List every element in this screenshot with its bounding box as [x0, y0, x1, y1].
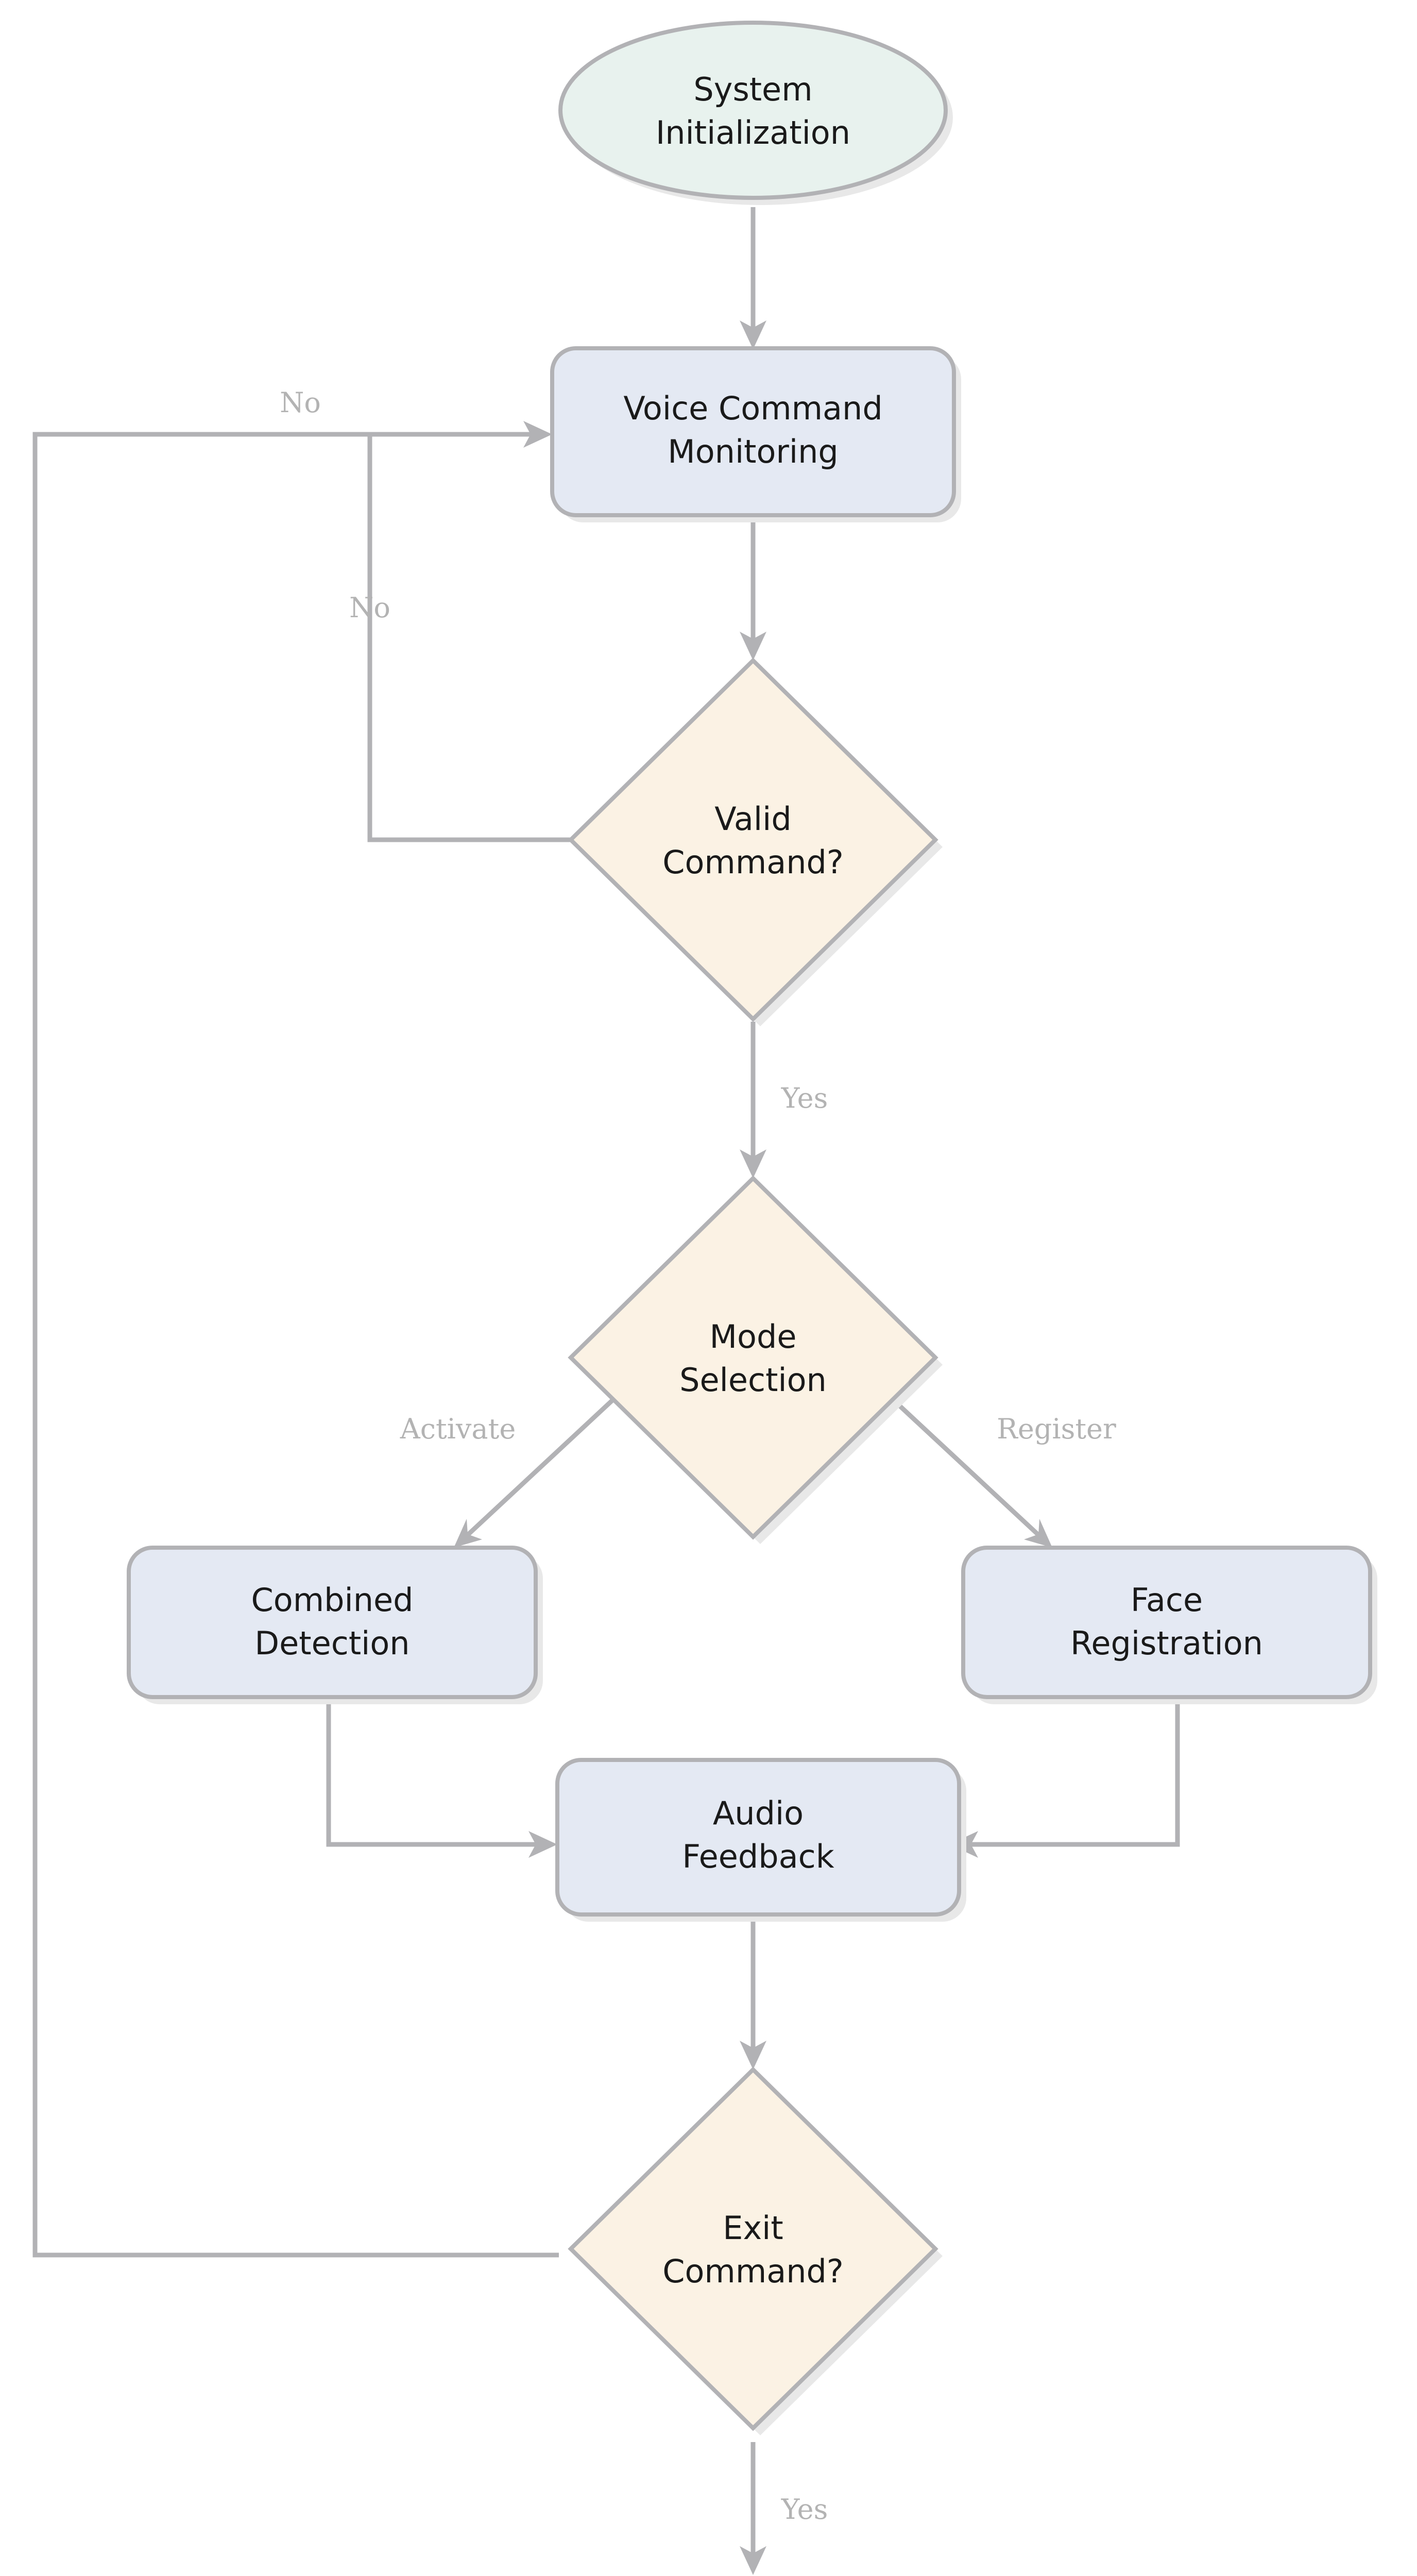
edge-label-no-mid: No [349, 591, 390, 624]
node-face-registration[interactable]: Face Registration [961, 1546, 1377, 1704]
edge-voice-to-valid [740, 515, 766, 660]
node-audio-feedback[interactable]: Audio Feedback [555, 1758, 966, 1922]
node-label-line1: Audio [713, 1794, 804, 1832]
node-label-line2: Command? [662, 843, 844, 881]
edge-valid-no-to-voice [367, 421, 578, 842]
edge-audio-to-exit [740, 1911, 766, 2070]
edge-face-to-audio [949, 1700, 1180, 1858]
node-label-line1: Valid [714, 800, 791, 838]
edge-combined-to-audio [326, 1700, 557, 1858]
node-voice-command-monitoring[interactable]: Voice Command Monitoring [550, 346, 961, 522]
node-label-line2: Feedback [682, 1838, 834, 1875]
node-combined-detection[interactable]: Combined Detection [127, 1546, 543, 1704]
edge-label-register: Register [997, 1413, 1116, 1445]
edge-label-no-top: No [280, 386, 321, 419]
edge-label-yes-valid: Yes [781, 1082, 828, 1114]
node-label-line2: Selection [679, 1361, 827, 1399]
node-system-initialization[interactable]: System Initialization [558, 21, 953, 205]
node-label-line1: Voice Command [623, 389, 882, 427]
edge-exit-yes-to-shutdown [740, 2442, 766, 2575]
edge-label-yes-exit: Yes [781, 2493, 828, 2526]
node-label-line1: Face [1131, 1581, 1203, 1619]
node-mode-selection-decision[interactable]: Mode Selection [568, 1175, 943, 1544]
node-label-line1: Exit [723, 2209, 783, 2247]
node-label-line2: Detection [254, 1624, 409, 1662]
node-label-line1: Mode [710, 1318, 797, 1355]
node-label-line2: Monitoring [668, 433, 839, 470]
node-exit-command-decision[interactable]: Exit Command? [568, 2066, 943, 2435]
edge-start-to-voice [740, 207, 766, 349]
edge-exit-no-to-voice [32, 432, 559, 2258]
node-label-line2: Initialization [656, 114, 850, 151]
node-label-line2: Command? [662, 2252, 844, 2290]
node-label-line1: System [693, 71, 812, 108]
edge-label-activate: Activate [400, 1413, 516, 1445]
node-valid-command-decision[interactable]: Valid Command? [568, 657, 943, 1026]
node-label-line2: Registration [1070, 1624, 1263, 1662]
node-label-line1: Combined [251, 1581, 414, 1619]
edge-valid-yes-to-mode [740, 1022, 766, 1178]
